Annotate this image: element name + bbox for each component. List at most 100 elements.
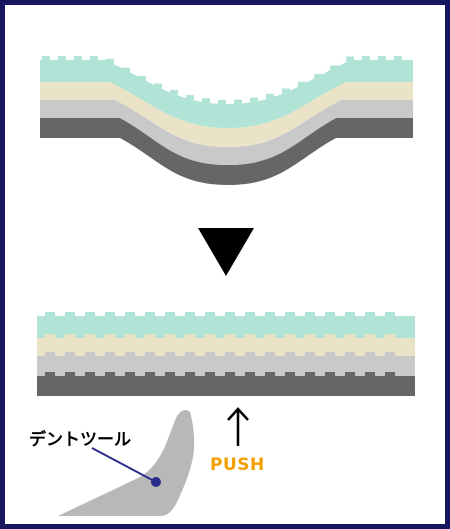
layer-bump [145, 372, 155, 377]
layer-bump [225, 352, 235, 357]
layer-bump [58, 56, 66, 61]
layer-bump [170, 89, 178, 95]
layer-bump [385, 352, 395, 357]
layer-bump [85, 352, 95, 357]
layer-bump [85, 334, 95, 339]
layer-bump [250, 97, 258, 103]
layer-bump [42, 56, 50, 61]
layer-bump [394, 56, 402, 61]
layer-bump [165, 352, 175, 357]
repaired-panel [37, 312, 415, 396]
layer-bump [125, 372, 135, 377]
layer-bump [145, 334, 155, 339]
layer-bump [165, 334, 175, 339]
layer-bump [298, 81, 306, 87]
tool-leader-line [91, 447, 157, 483]
layer-bump [305, 372, 315, 377]
layer-bump [314, 73, 322, 79]
layer-bump [285, 372, 295, 377]
layer-bump [385, 334, 395, 339]
layer-bump [234, 99, 242, 105]
layer-bump [125, 334, 135, 339]
layer-bump [346, 56, 354, 62]
layer-bump [218, 99, 226, 105]
layer-bump [106, 58, 114, 64]
layer-bump [325, 352, 335, 357]
repaired-layer-second [37, 338, 415, 356]
layer-bump [105, 312, 115, 317]
dented-top-bumps [42, 56, 402, 105]
layer-bump [65, 312, 75, 317]
repaired-layer-bumps [45, 312, 395, 377]
layer-bump [85, 372, 95, 377]
layer-bump [138, 76, 146, 82]
layer-bump [45, 334, 55, 339]
layer-bump [365, 352, 375, 357]
layer-bump [185, 372, 195, 377]
dented-layer-bottom [40, 118, 413, 185]
layer-bump [265, 312, 275, 317]
dented-layer-third [40, 100, 413, 165]
layer-bump [202, 98, 210, 104]
layer-bump [186, 94, 194, 100]
layer-bump [325, 334, 335, 339]
layer-bump [345, 352, 355, 357]
layer-bump [145, 352, 155, 357]
layer-bump [325, 372, 335, 377]
layer-bump [154, 83, 162, 89]
tool-label: デントツール [29, 430, 131, 450]
push-label: PUSH [210, 455, 265, 475]
layer-bump [378, 56, 386, 61]
layer-bump [365, 372, 375, 377]
dented-panel [40, 56, 413, 185]
layer-bump [205, 372, 215, 377]
layer-bump [205, 352, 215, 357]
layer-bump [266, 93, 274, 99]
layer-bump [65, 352, 75, 357]
layer-bump [345, 334, 355, 339]
dent-tool [58, 410, 195, 516]
dented-layer-second [40, 82, 413, 147]
repaired-layer-top [37, 316, 415, 338]
layer-bump [85, 312, 95, 317]
layer-bump [325, 312, 335, 317]
layer-bump [125, 352, 135, 357]
layer-bump [105, 334, 115, 339]
layer-bump [385, 372, 395, 377]
layer-bump [185, 312, 195, 317]
layer-bump [90, 56, 98, 61]
layer-bump [65, 372, 75, 377]
layer-bump [205, 334, 215, 339]
layer-bump [245, 312, 255, 317]
layer-bump [45, 312, 55, 317]
layer-bump [165, 312, 175, 317]
layer-bump [122, 67, 130, 73]
layer-bump [145, 312, 155, 317]
layer-bump [245, 352, 255, 357]
layer-bump [74, 56, 82, 61]
layer-bump [282, 88, 290, 94]
layer-bump [225, 372, 235, 377]
layer-bump [265, 352, 275, 357]
layer-bump [165, 372, 175, 377]
down-triangle-icon [198, 228, 254, 276]
layer-bump [345, 312, 355, 317]
layer-bump [185, 334, 195, 339]
layer-bump [305, 334, 315, 339]
repaired-layer-third [37, 356, 415, 376]
layer-bump [285, 334, 295, 339]
layer-bump [362, 56, 370, 61]
layer-bump [105, 352, 115, 357]
layer-bump [365, 334, 375, 339]
layer-bump [265, 372, 275, 377]
repaired-layer-bottom [37, 376, 415, 396]
layer-bump [125, 312, 135, 317]
layer-bump [305, 312, 315, 317]
layer-bump [65, 334, 75, 339]
layer-bump [105, 372, 115, 377]
layer-bump [185, 352, 195, 357]
tool-tip-marker [151, 477, 161, 487]
layer-bump [285, 312, 295, 317]
layer-bump [205, 312, 215, 317]
